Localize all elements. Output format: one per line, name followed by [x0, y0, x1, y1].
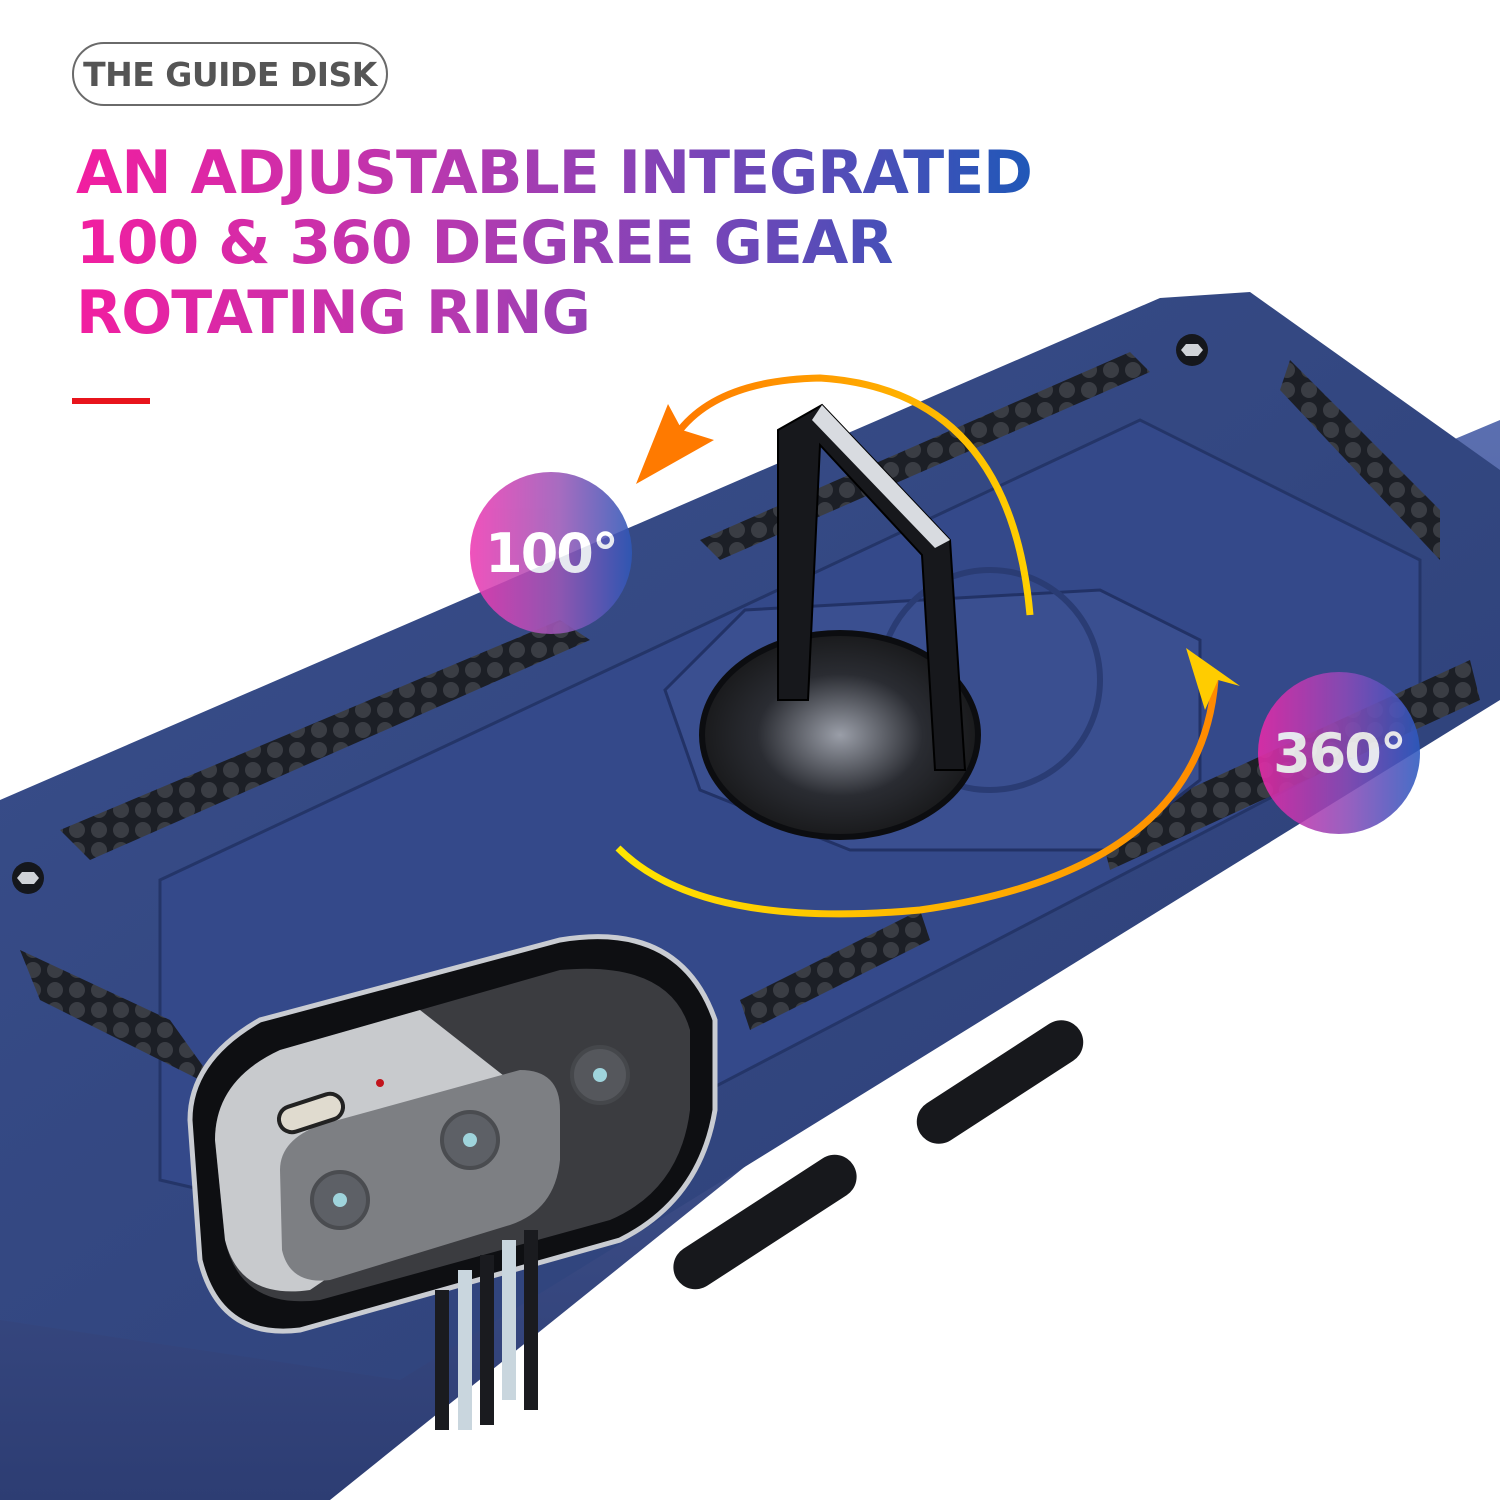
volume-button-cover [673, 1154, 857, 1290]
port-cutout [435, 1230, 538, 1430]
grip-strip [740, 910, 930, 1030]
accent-divider [72, 398, 150, 404]
section-badge: THE GUIDE DISK [72, 42, 388, 106]
section-badge-label: THE GUIDE DISK [83, 54, 377, 94]
grip-strip [1280, 360, 1440, 560]
power-button-cover [916, 1020, 1084, 1144]
headline-line-3: ROTATING RING [76, 278, 1036, 348]
tilt-angle-callout: 100° [470, 472, 632, 634]
rotate-arrow-icon [615, 679, 1219, 918]
tilt-angle-label: 100° [485, 521, 619, 585]
headline: AN ADJUSTABLE INTEGRATED 100 & 360 DEGRE… [76, 138, 1036, 348]
rotation-angle-label: 360° [1273, 721, 1407, 785]
headline-line-2: 100 & 360 DEGREE GEAR [76, 208, 1036, 278]
screw-icon [12, 862, 44, 894]
rotation-angle-callout: 360° [1258, 672, 1420, 834]
ring-disc [699, 630, 981, 840]
headline-line-1: AN ADJUSTABLE INTEGRATED [76, 138, 1036, 208]
screw-icon [1176, 334, 1208, 366]
tilt-arrow-icon [677, 374, 1034, 616]
grip-strip [20, 950, 220, 1090]
grip-strip [60, 620, 590, 860]
flash-icon [276, 1091, 346, 1135]
